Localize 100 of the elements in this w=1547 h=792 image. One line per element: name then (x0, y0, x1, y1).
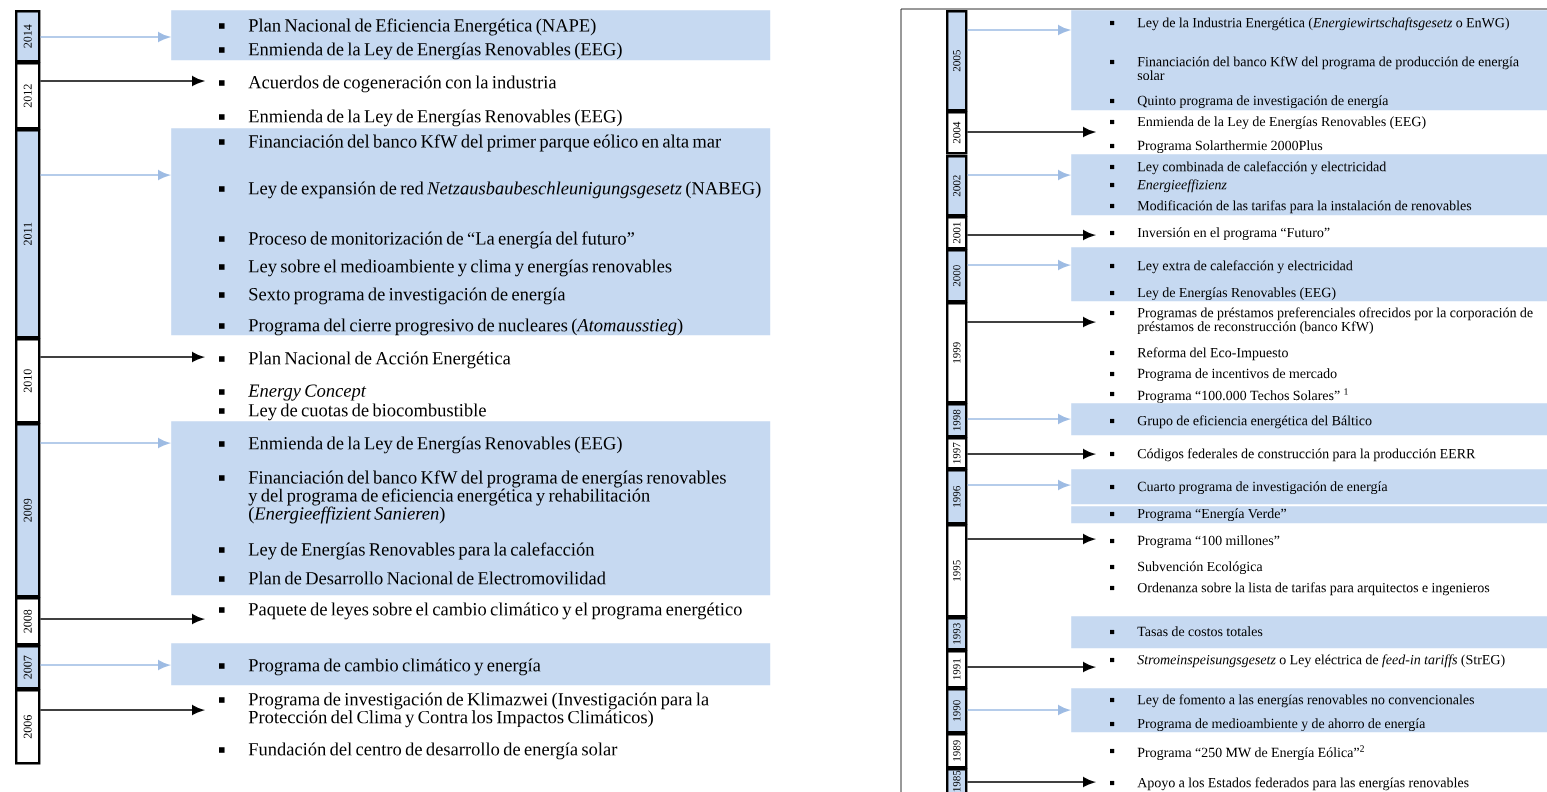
list-item: Ley sobre el medioambiente y clima y energías renovables (219, 259, 672, 277)
list-item: Tasas de costos totales (1110, 626, 1263, 637)
arrow (39, 705, 204, 715)
list-item: Apoyo a los Estados federados para las energías renovables (1110, 777, 1469, 791)
list-item: Fundación del centro de desarrollo de energía solar (219, 742, 618, 760)
list-item: Ley de Energías Renovables (EEG) (1110, 287, 1336, 301)
list-item: Enmienda de la Ley de Energías Renovables (EEG) (1110, 116, 1426, 130)
year-box: 2005 (946, 10, 968, 112)
list-item: Paquete de leyes sobre el cambio climático y el programa energético (219, 602, 742, 620)
list-item: Quinto programa de investigación de energía (1110, 95, 1389, 109)
list-item: Ley de expansión de red Netzausbaubeschleunigungsgesetz (NABEG) (219, 181, 761, 199)
arrow (966, 705, 1070, 715)
list-item: Programa de investigación de Klimazwei (Investigación para la Protección del Clima y Contra los Impactos Climáticos) (219, 692, 709, 728)
list-item: Programa “Energía Verde” (1110, 508, 1286, 522)
highlight-band (1071, 154, 1547, 216)
year-box: 2007 (15, 645, 41, 690)
list-item: Programa de cambio climático y energía (219, 658, 541, 676)
arrow (966, 662, 1095, 672)
list-item: Plan Nacional de Eficiencia Energética (NAPE) (219, 18, 596, 36)
year-box: 1990 (946, 688, 968, 734)
list-item: Subvención Ecológica (1110, 561, 1263, 575)
list-item: Grupo de eficiencia energética del Báltico (1110, 415, 1372, 429)
year-box: 2009 (15, 423, 41, 598)
highlight-band (171, 643, 771, 686)
list-item: Programa “100.000 Techos Solares” $^{1}$ (1110, 388, 1348, 403)
year-box: 1999 (946, 302, 968, 404)
list-item: Energieeffizienz (1110, 179, 1227, 193)
list-item: Programa de incentivos de mercado (1110, 368, 1337, 382)
year-box: 1989 (946, 733, 968, 769)
arrow (966, 25, 1070, 35)
highlight-band (1071, 10, 1547, 111)
list-item: Ordenanza sobre la lista de tarifas para arquitectos e ingenieros (1110, 582, 1490, 596)
highlight-band (1071, 506, 1547, 524)
list-item: Enmienda de la Ley de Energías Renovables (EEG) (219, 109, 622, 127)
list-item: Financiación del banco KfW del programa de producción de energía solar (1110, 56, 1519, 81)
list-item: Cuarto programa de investigación de energía (1110, 481, 1388, 495)
list-item: Ley combinada de calefacción y electricidad (1110, 161, 1387, 175)
list-item: Acuerdos de cogeneración con la industria (219, 75, 557, 93)
list-item: Financiación del banco KfW del programa de energías renovables y del programa de eficiencia energética y rehabilitación (Energieeffizient Sanieren) (219, 470, 726, 524)
year-box: 1995 (946, 524, 968, 618)
arrow (966, 480, 1070, 490)
list-item: Códigos federales de construcción para la producción EERR (1110, 448, 1476, 462)
arrow (966, 260, 1070, 270)
list-item: Programa “250 MW de Energía Eólica”$^{2}$ (1110, 745, 1364, 761)
year-box: 2011 (15, 129, 41, 339)
list-item: Programas de préstamos preferenciales ofrecidos por la corporación de préstamos de reconstrucción (banco KfW) (1110, 307, 1533, 335)
year-box: 2008 (15, 597, 41, 646)
arrow (39, 614, 204, 624)
arrow (39, 170, 170, 180)
year-box: 1997 (946, 437, 968, 470)
arrow (966, 777, 1095, 787)
list-item: Plan de Desarrollo Nacional de Electromovilidad (219, 571, 606, 585)
year-box: 2000 (946, 249, 968, 303)
highlight-band (171, 10, 771, 61)
year-box: 2012 (15, 62, 41, 130)
year-box: 1996 (946, 469, 968, 525)
arrow (966, 127, 1095, 137)
arrow (966, 534, 1095, 544)
list-item: Enmienda de la Ley de Energías Renovables (EEG) (219, 436, 622, 454)
list-item: Ley de la Industria Energética (Energiewirtschaftsgesetz o EnWG) (1110, 17, 1509, 31)
list-item: Proceso de monitorización de “La energía del futuro” (219, 231, 634, 249)
list-item: Energy Concept (219, 384, 367, 401)
year-box: 1993 (946, 617, 968, 651)
year-box: 1998 (946, 403, 968, 438)
year-box: 1985 (946, 768, 968, 792)
list-item: Ley de fomento a las energías renovables no convencionales (1110, 694, 1475, 708)
year-box: 2001 (946, 216, 968, 250)
highlight-band (1071, 616, 1547, 649)
list-item: Programa Solarthermie 2000Plus (1110, 140, 1323, 154)
arrow (966, 414, 1070, 424)
list-item: Enmienda de la Ley de Energías Renovables (EEG) (219, 42, 622, 60)
node-label: Programa “Energía Verde” (1137, 508, 1286, 522)
year-box: 1991 (946, 650, 968, 689)
arrow (39, 352, 204, 362)
list-item: Programa del cierre progresivo de nucleares (Atomausstieg) (219, 318, 683, 336)
year-box: 2014 (15, 10, 41, 63)
list-item: Programa “100 millones” (1110, 535, 1280, 549)
highlight-band (1071, 688, 1547, 733)
highlight-band (171, 128, 771, 336)
list-item: Ley de Energías Renovables para la calefacción (219, 542, 595, 560)
arrow (39, 32, 170, 42)
arrow (966, 230, 1095, 240)
list-item: Stromeinspeisungsgesetz o Ley eléctrica de feed-in tariffs (StrEG) (1110, 654, 1505, 668)
list-item: Sexto programa de investigación de energía (219, 287, 566, 305)
highlight-band (1071, 403, 1547, 436)
list-item: Financiación del banco KfW del primer parque eólico en alta mar (219, 134, 721, 152)
list-item: Programa de medioambiente y de ahorro de energía (1110, 718, 1426, 732)
highlight-band (171, 421, 771, 596)
list-item: Plan Nacional de Acción Energética (219, 351, 511, 369)
list-item: Ley de cuotas de biocombustible (219, 403, 486, 421)
arrow (39, 660, 170, 670)
arrow (966, 449, 1095, 459)
year-box: 2006 (15, 689, 41, 765)
arrow (39, 76, 204, 86)
list-item: Modificación de las tarifas para la instalación de renovables (1110, 200, 1472, 214)
arrow (966, 170, 1070, 180)
list-item: Reforma del Eco-Impuesto (1110, 347, 1288, 361)
arrow (39, 438, 170, 448)
arrow (966, 317, 1095, 327)
year-box: 2004 (946, 111, 968, 155)
